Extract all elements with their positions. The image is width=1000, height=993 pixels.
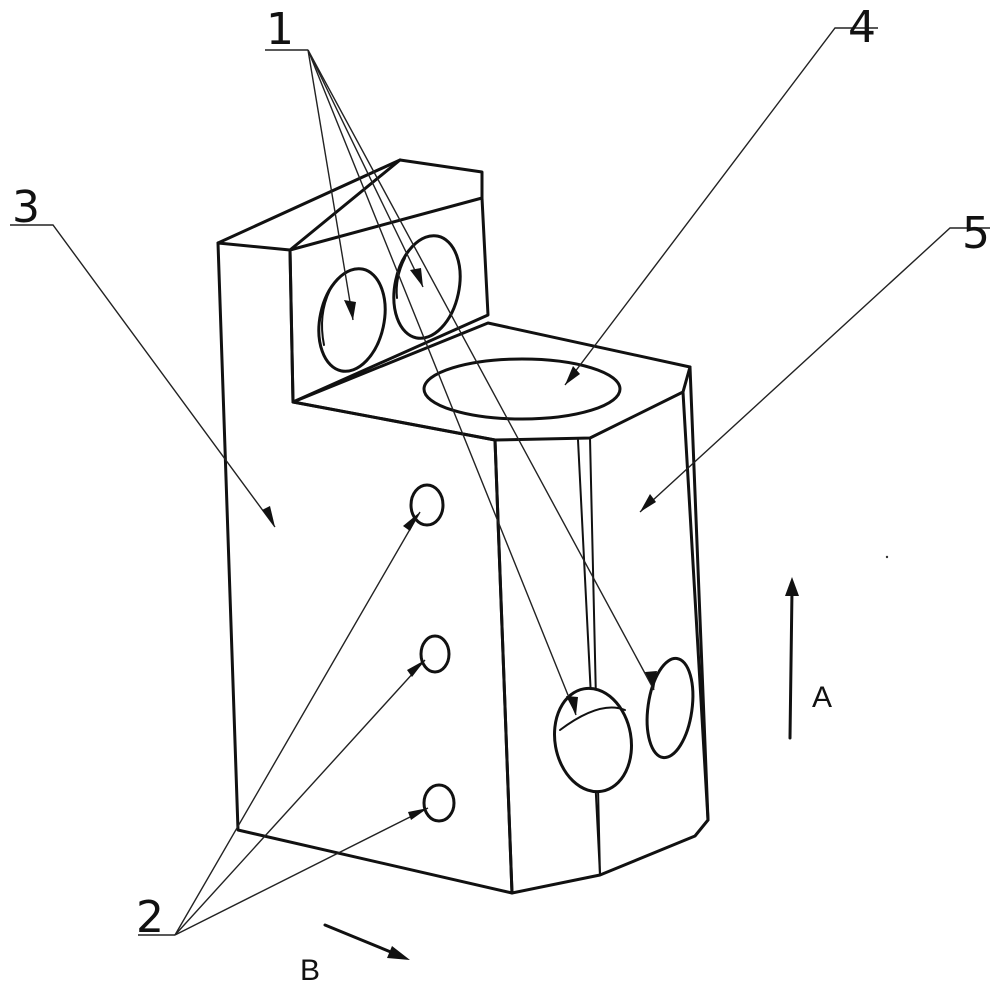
side-hole-middle [421, 636, 449, 672]
label-direction-a: A [812, 681, 832, 714]
side-hole-lower [424, 785, 454, 821]
label-part-2: 2 [136, 892, 164, 943]
label-part-4: 4 [848, 2, 876, 53]
right-hole [641, 655, 698, 760]
holes [310, 229, 699, 821]
label-direction-b: B [300, 954, 320, 987]
front-hole [547, 682, 640, 798]
leader-lines [10, 28, 990, 935]
label-part-3: 3 [12, 182, 40, 233]
label-part-1: 1 [266, 4, 294, 55]
direction-arrow-b [325, 925, 410, 960]
right-face [512, 392, 708, 893]
block-body [218, 160, 708, 893]
direction-arrow-a [785, 577, 799, 738]
label-part-5: 5 [962, 208, 990, 259]
